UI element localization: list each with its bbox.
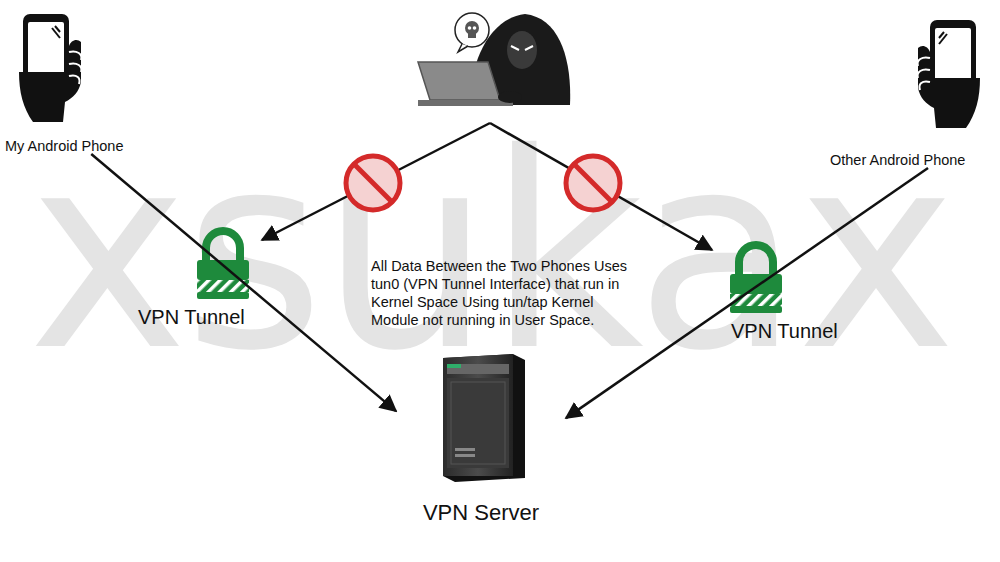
device-label: My Android Phone — [5, 138, 159, 154]
device-node: My Android Phone — [5, 12, 159, 154]
note-text: All Data Between the Two Phones Uses tun… — [371, 257, 633, 329]
phone-in-hand-icon — [19, 12, 89, 124]
no-entry-sign — [346, 156, 400, 210]
attack-arrow — [490, 123, 712, 250]
hacker-figure — [418, 13, 570, 106]
no-entry-sign — [566, 156, 620, 210]
phone-in-hand-icon — [910, 18, 980, 130]
connection-arrow — [91, 154, 396, 411]
tunnel-label: VPN Tunnel — [138, 306, 245, 329]
attack-arrow — [262, 123, 490, 240]
tunnel-label: VPN Tunnel — [731, 320, 838, 343]
lock-icon — [730, 245, 782, 313]
server-tower-icon — [433, 352, 529, 484]
device-label: Other Android Phone — [830, 152, 999, 168]
watermark: xsukax — [28, 118, 952, 388]
connection-arrow — [566, 168, 928, 418]
device-node: Other Android Phone — [830, 18, 999, 168]
device-node: VPN Server — [396, 352, 566, 526]
device-label: VPN Server — [396, 500, 566, 526]
